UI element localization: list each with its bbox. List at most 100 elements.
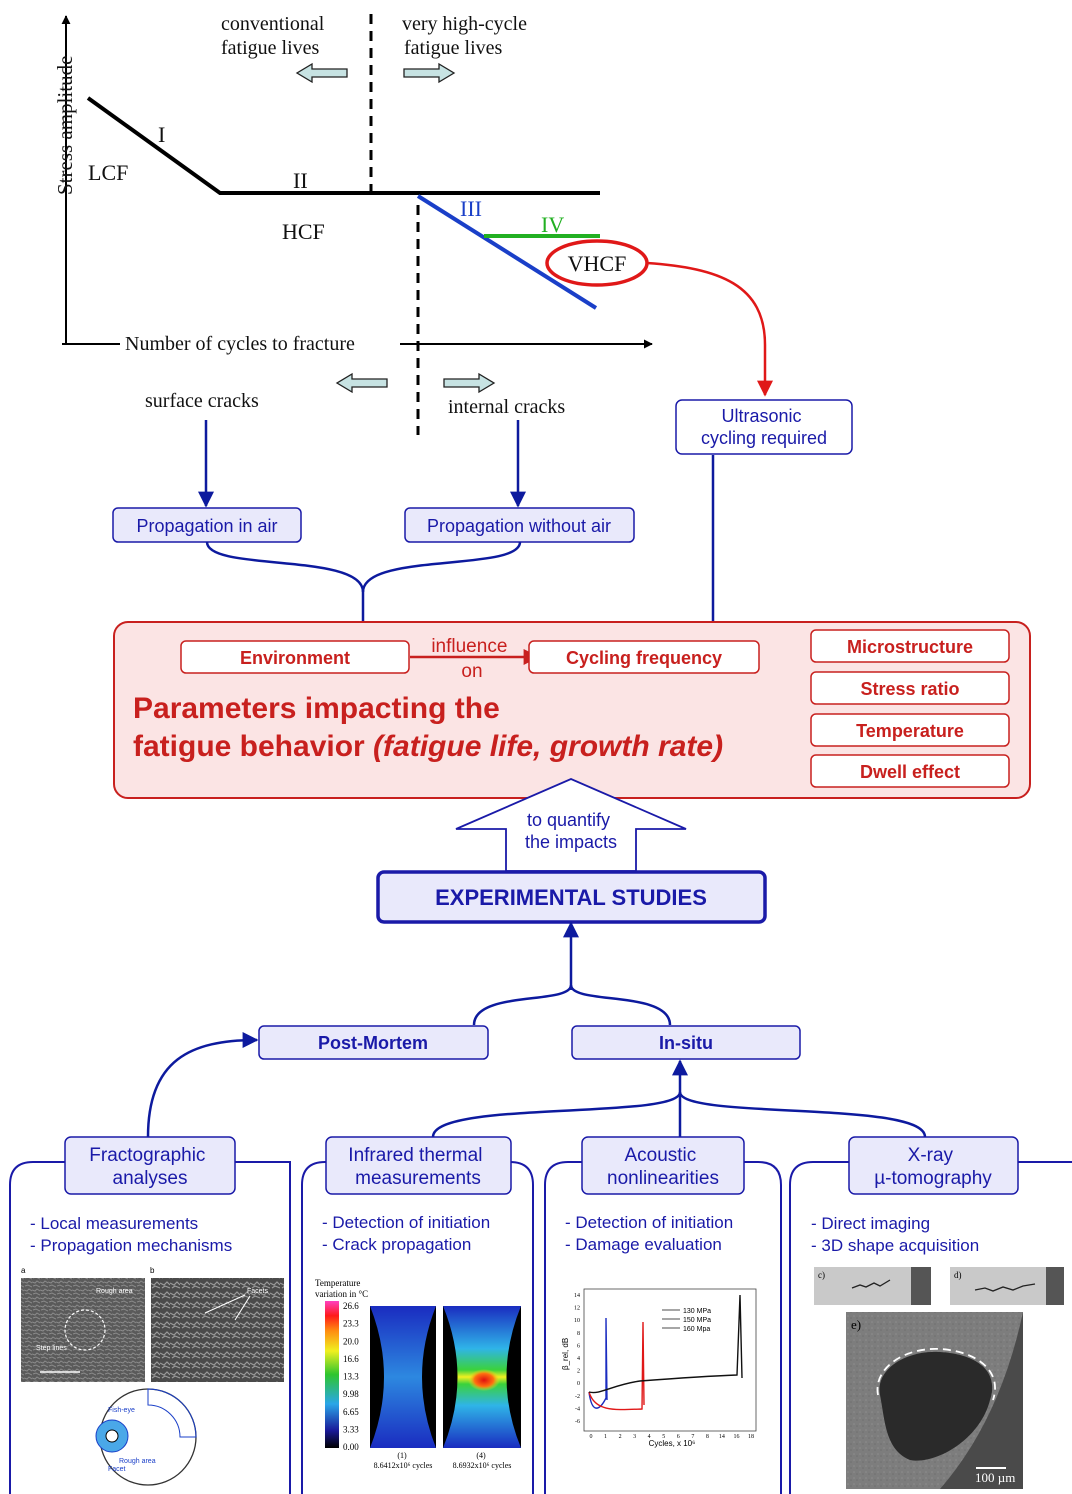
ir-caption-1: (1) 8.6412x10⁶ cycles [374,1451,433,1470]
conventional-label: conventional fatigue lives [221,13,329,59]
ultrasonic-line-1: Ultrasonic [721,406,801,426]
crack-c [851,1279,891,1289]
series-150mpa [588,1321,645,1411]
colorbar-tick-label: 6.65 [343,1407,359,1417]
xray-scale-label: 100 µm [975,1470,1015,1485]
studies-brace [472,984,672,1026]
environment-box [180,640,410,674]
environment-text: Environment [240,648,350,668]
xray-image-d [950,1267,1064,1305]
acoustic-title-line-2: nonlinearities [607,1168,719,1189]
acoustic-x-tick-label: 1 [604,1434,607,1440]
colorbar-tick-label: 3.33 [343,1424,359,1434]
series-130mpa [588,1317,608,1409]
acoustic-x-label: Cycles, x 10⁶ [649,1439,696,1448]
xray-title-box [848,1136,1019,1195]
cycling-frequency-box [528,640,760,674]
sem-image-b [151,1278,284,1382]
hcf-label: HCF [282,219,325,244]
xray-figure: c) d) e) 100 µm [814,1267,1064,1489]
ultrasonic-box: Ultrasonic cycling required [675,399,853,455]
post-mortem-text: Post-Mortem [318,1033,428,1053]
facets-annot: Facets [247,1288,269,1295]
ir-caption-2-cycles: 8.6932x10⁶ cycles [453,1461,512,1470]
internal-cracks-label: internal cracks [448,396,565,418]
infrared-bullet-1: - Detection of initiation [322,1213,490,1232]
fractography-bullet-1: - Local measurements [30,1214,198,1233]
colorbar-tick-label: 16.6 [343,1354,359,1364]
conventional-line-2: fatigue lives [221,37,320,59]
cycling-frequency-text: Cycling frequency [566,648,722,668]
vhcf-label: VHCF [568,251,627,276]
acoustic-title-box [581,1136,745,1195]
acoustic-x-tick-label: 3 [633,1434,636,1440]
acoustic-y-tick-label: 6 [577,1343,580,1349]
insitu-brace [431,1091,927,1138]
fractography-to-postmortem-arrow [146,1032,259,1138]
colorbar-tick-label: 13.3 [343,1372,359,1382]
xray-title: X-ray µ-tomography [874,1145,992,1189]
parameters-title-line2: fatigue behavior (fatigue life, growth r… [133,730,723,763]
acoustic-y-tick-label: -2 [575,1394,580,1400]
acoustic-title-line-1: Acoustic [624,1145,696,1166]
acoustic-x-tick-label: 2 [619,1434,622,1440]
post-mortem-box: Post-Mortem [258,1025,489,1060]
acoustic-x-tick-label: 0 [590,1434,593,1440]
acoustic-x-tick-label: 7 [691,1434,694,1440]
influence-text: influence on [431,636,512,682]
dwell-effect-box [810,754,1010,788]
acoustic-x-tick-label: 18 [748,1434,754,1440]
x-axis-label: Number of cycles to fracture [125,333,355,355]
fig-b-label: b [150,1266,155,1275]
xray-label-c: c) [818,1270,825,1280]
acoustic-x-tick-label: 4 [648,1434,651,1440]
acoustic-y-tick-label: 8 [577,1331,580,1337]
conventional-line-1: conventional [221,13,325,35]
infrared-bullet-2: - Crack propagation [322,1235,471,1254]
legend-160: 160 Mpa [683,1326,710,1333]
colorbar-tick-label: 23.3 [343,1319,359,1329]
microstructure-text: Microstructure [847,637,973,657]
acoustic-y-label: β_rel, dB [561,1338,570,1370]
colorbar-tick-label: 0.00 [343,1442,359,1452]
ir-hot-spot [468,1369,500,1391]
acoustic-x-tick-label: 14 [719,1434,725,1440]
propagation-air-text: Propagation in air [136,516,277,536]
fractography-bullets: - Local measurements - Propagation mecha… [30,1214,232,1255]
fractography-title: Fractographic analyses [89,1145,210,1189]
acoustic-y-tick-label: -6 [575,1419,580,1425]
curve-stage-i-ii [86,96,600,195]
xray-title-line-1: X-ray [908,1145,954,1166]
infrared-title-line-2: measurements [355,1168,481,1189]
fractography-figure: a b Rough area Step lines Facets Fish-ey… [21,1266,284,1486]
rough-area-annot: Rough area [96,1288,133,1295]
in-situ-box: In-situ [571,1025,801,1060]
ir-image-1 [370,1306,436,1448]
ultrasonic-text: Ultrasonic cycling required [701,406,827,448]
vhcf-to-ultrasonic-arrow [646,261,773,397]
propagation-noair-box: Propagation without air [404,507,635,543]
y-axis-label: Stress amplitude [53,56,77,195]
colorbar [325,1301,339,1448]
experimental-studies-text: EXPERIMENTAL STUDIES [435,885,707,910]
parameters-panel: Environment influence on Cycling frequen… [113,621,1031,799]
lcf-label: LCF [88,160,128,185]
side-parameter-list: Microstructure Stress ratio Temperature … [810,629,1010,788]
vhc-line-1: very high-cycle [402,13,527,35]
facet-pointer-1 [204,1294,246,1314]
acoustic-y-tick-label: -4 [575,1406,580,1412]
legend-150: 150 MPa [683,1317,711,1324]
infrared-title-box [325,1136,512,1195]
influence-line-1: influence [431,636,507,657]
fractography-title-box [64,1136,236,1195]
right-hollow-arrow-upper [403,62,456,84]
xray-bullets: - Direct imaging - 3D shape acquisition [811,1214,979,1255]
y-axis-label-text: Stress amplitude [53,56,77,195]
colorbar-title-line-1: Temperature [315,1278,360,1288]
infrared-bullets: - Detection of initiation - Crack propag… [322,1213,495,1254]
xray-bullet-1: - Direct imaging [811,1214,930,1233]
quantify-hollow-arrow [455,778,687,872]
